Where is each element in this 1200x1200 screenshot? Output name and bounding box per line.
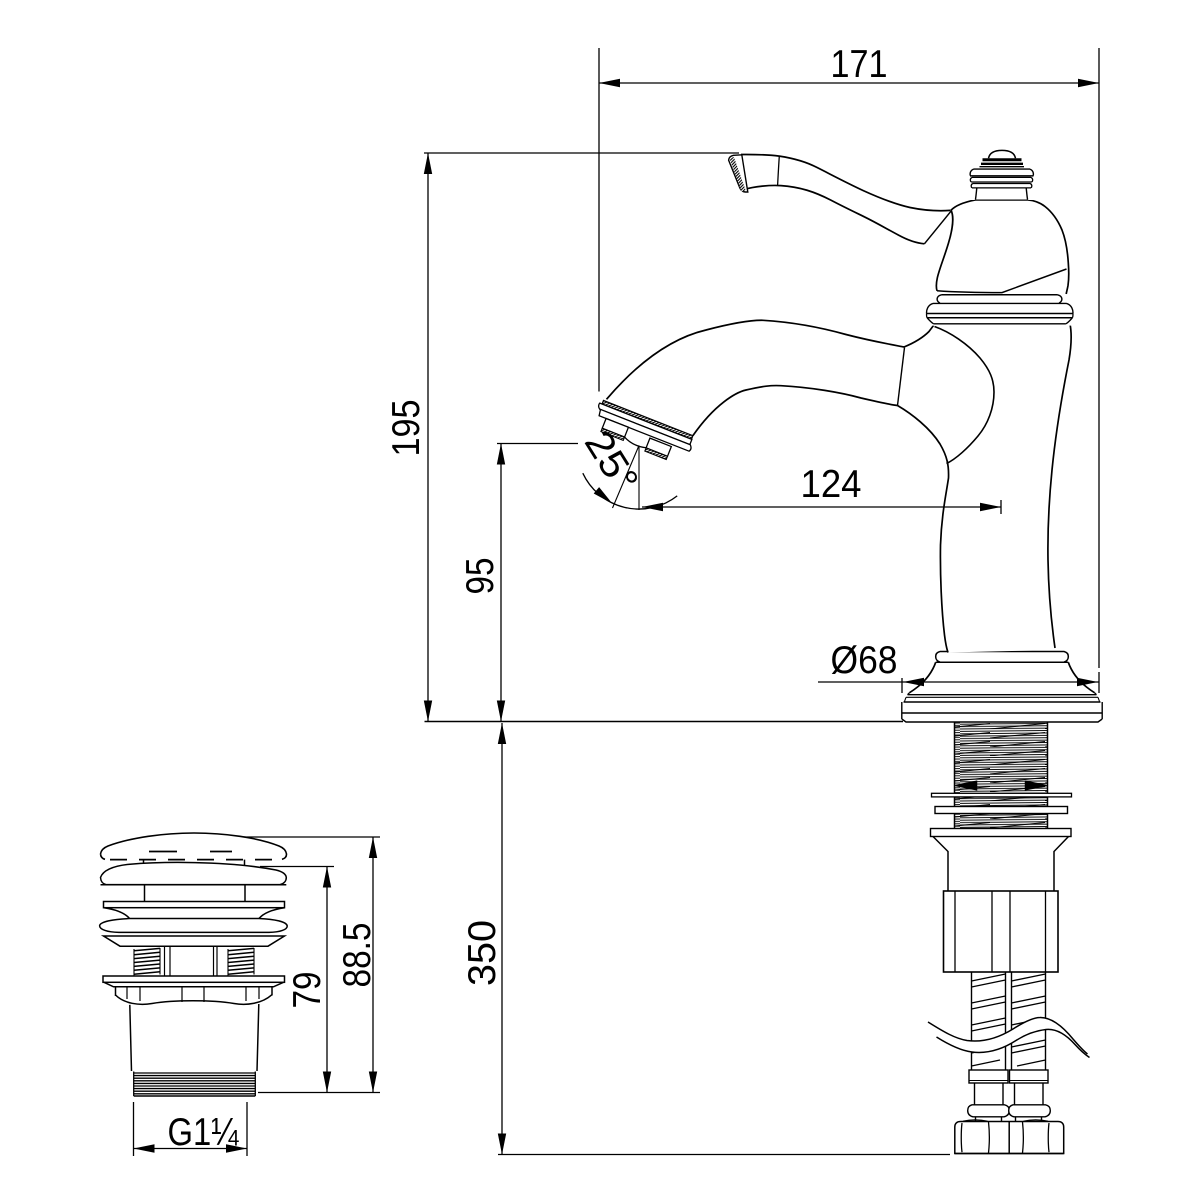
- svg-text:88.5: 88.5: [336, 923, 379, 988]
- svg-text:350: 350: [461, 920, 504, 986]
- svg-text:79: 79: [286, 972, 329, 1009]
- svg-text:95: 95: [459, 558, 502, 595]
- svg-text:124: 124: [801, 463, 862, 506]
- svg-text:171: 171: [831, 43, 888, 86]
- svg-text:195: 195: [385, 400, 428, 457]
- svg-text:Ø68: Ø68: [831, 639, 898, 682]
- svg-text:G1¼: G1¼: [168, 1111, 239, 1154]
